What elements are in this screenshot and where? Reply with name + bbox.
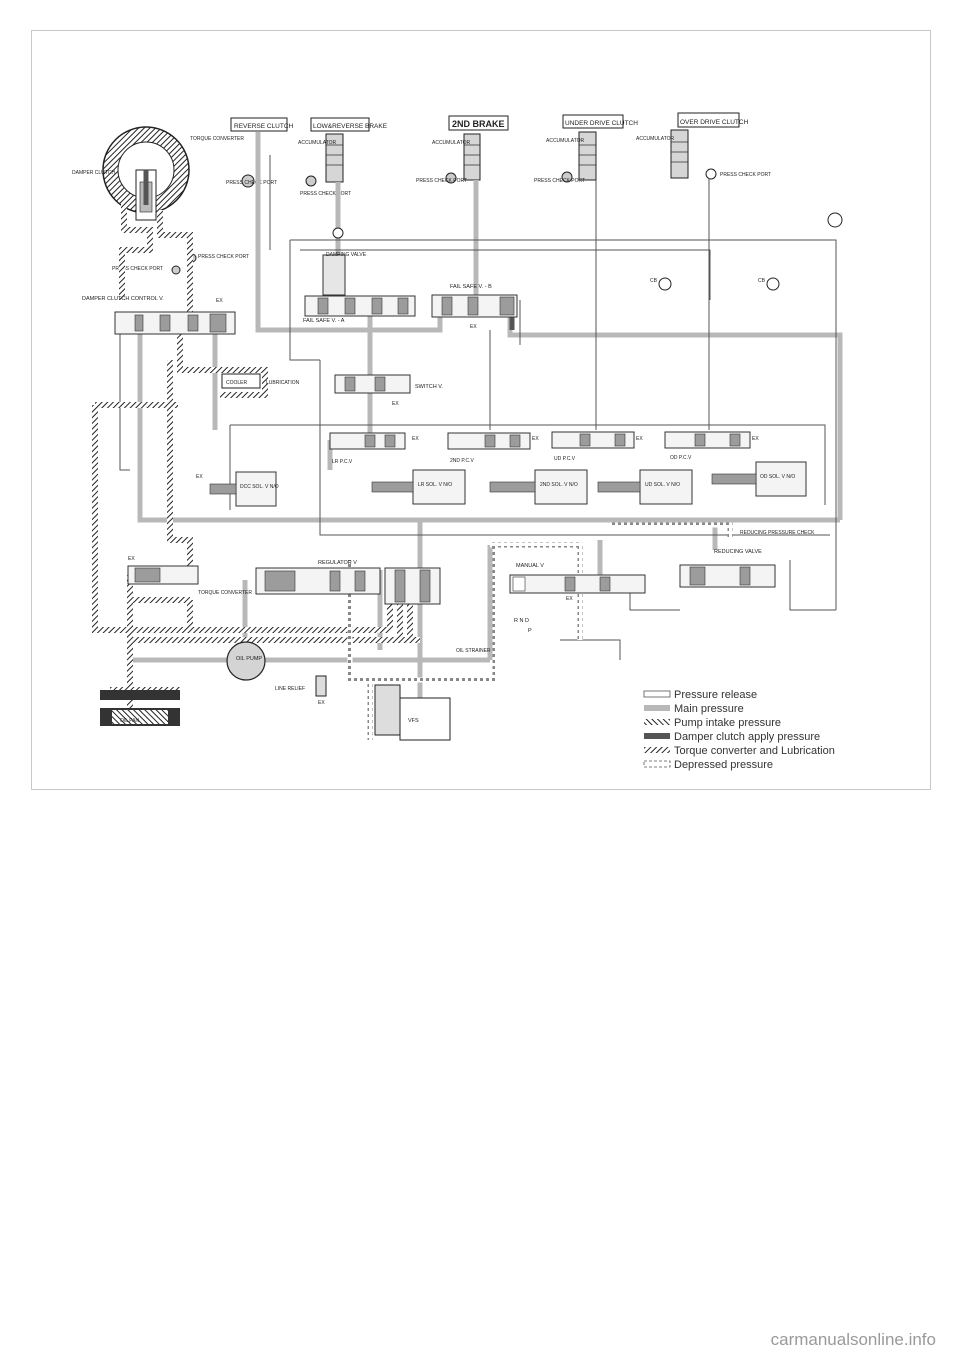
damper-clutch-label: DAMPER CLUTCH (72, 170, 115, 176)
ex-label-2: EX (470, 324, 477, 330)
lr-sol-label: LR SOL. V N/O (418, 482, 452, 488)
damping-valve-label: DAMPING VALVE (326, 252, 367, 258)
ex-label-8: EX (196, 474, 203, 480)
valves (100, 227, 807, 741)
release-lines (119, 155, 837, 660)
header-boxes: REVERSE CLUTCH LOW&REVERSE BRAKE 2ND BRA… (230, 112, 749, 132)
second-brake-header: 2ND BRAKE (452, 119, 505, 129)
ex-label-11: EX (318, 700, 325, 706)
fail-safe-b-label: FAIL SAFE V. - B (450, 284, 492, 290)
ex-label-10: EX (566, 596, 573, 602)
press-check-port-label-3: PRESS CHECK PORT (416, 178, 467, 184)
legend-label-damper: Damper clutch apply pressure (674, 731, 820, 743)
od-pcv-label: OD P.C.V (670, 455, 692, 461)
low-reverse-brake-header: LOW&REVERSE BRAKE (313, 123, 388, 130)
press-check-port-label-5: PRESS CHECK PORT (720, 172, 771, 178)
torque-converter-label: TORQUE CONVERTER (190, 136, 244, 142)
switch-v-label: SWITCH V. (415, 384, 443, 390)
press-check-port-label-4: PRESS CHECK PORT (534, 178, 585, 184)
ud-sol-label: UD SOL. V N/O (645, 482, 680, 488)
accumulators (325, 129, 689, 183)
ex-label-5: EX (532, 436, 539, 442)
ex-label-1: EX (216, 298, 223, 304)
legend-label-intake: Pump intake pressure (674, 717, 781, 729)
accumulator-label-3: ACCUMULATOR (546, 138, 585, 144)
line-relief-label: LINE RELIEF (275, 686, 305, 692)
od-sol-label: OD SOL. V N/O (760, 474, 795, 480)
ex-label-7: EX (752, 436, 759, 442)
lr-pcv-label: LR P.C.V (332, 459, 353, 465)
press-check-port-label-2: PRESS CHECK PORT (300, 191, 351, 197)
cooler-label: COOLER (226, 380, 248, 386)
oil-pan-label: OIL PAN (120, 718, 140, 724)
legend-swatch-intake (644, 719, 670, 725)
legend-label-lube: Torque converter and Lubrication (674, 745, 835, 757)
reducing-pressure-check-label: REDUCING PRESSURE CHECK (740, 530, 815, 536)
under-drive-clutch-header: UNDER DRIVE CLUTCH (565, 120, 638, 127)
damper-clutch-control-label: DAMPER CLUTCH CONTROL V. (82, 296, 164, 302)
watermark: carmanualsonline.info (770, 1330, 936, 1349)
legend-label-main: Main pressure (674, 703, 744, 715)
ex-label-4: EX (412, 436, 419, 442)
legend-swatch-damper (644, 733, 670, 739)
oil-pump-label: OIL PUMP (236, 656, 262, 662)
oil-strainer-label: OIL STRAINER (456, 648, 491, 654)
legend-label-depressed: Depressed pressure (674, 759, 773, 771)
legend: Pressure release Main pressure Pump inta… (643, 689, 835, 771)
legend-swatch-main (644, 705, 670, 711)
legend-label-release: Pressure release (674, 689, 757, 701)
accumulator-label-1: ACCUMULATOR (298, 140, 337, 146)
legend-swatch-lube (644, 747, 670, 753)
vfs-label: VFS (408, 718, 419, 724)
depressed-pressure-lines (347, 522, 733, 740)
fail-safe-a-label: FAIL SAFE V. - A (303, 318, 345, 324)
ex-label-3: EX (392, 401, 399, 407)
manual-v-label: MANUAL V (516, 563, 544, 569)
torque-converter-valve-label: TORQUE CONVERTER (198, 590, 252, 596)
legend-swatch-depressed (643, 760, 671, 768)
check-port-icons (171, 168, 843, 275)
press-check-port-label-6: PRESS CHECK PORT (112, 266, 163, 272)
diagram-frame (31, 30, 931, 790)
ex-label-9: EX (128, 556, 135, 562)
ud-pcv-label: UD P.C.V (554, 456, 576, 462)
legend-swatch-release (643, 690, 671, 698)
accumulator-label-2: ACCUMULATOR (432, 140, 471, 146)
second-sol-label: 2ND SOL. V N/O (540, 482, 578, 488)
regulator-v-label: REGULATOR V (318, 560, 357, 566)
second-pcv-label: 2ND P.C.V (450, 458, 474, 464)
press-check-port-label-1: PRESS CHECK PORT (226, 180, 277, 186)
cb-label-2: CB (758, 278, 766, 284)
accumulator-label-4: ACCUMULATOR (636, 136, 675, 142)
over-drive-clutch-header: OVER DRIVE CLUTCH (680, 119, 749, 126)
reducing-valve-label: REDUCING VALVE (714, 549, 762, 555)
reverse-clutch-header: REVERSE CLUTCH (234, 123, 294, 130)
manual-p-label: P (528, 628, 532, 634)
cb-label-1: CB (650, 278, 658, 284)
lubrication-label: LUBRICATION (266, 380, 300, 386)
manual-positions-label: R N D (514, 618, 529, 624)
press-check-port-label-7: PRESS CHECK PORT (198, 254, 249, 260)
ex-label-6: EX (636, 436, 643, 442)
dcc-sol-label: DCC SOL. V N/O (240, 484, 279, 490)
